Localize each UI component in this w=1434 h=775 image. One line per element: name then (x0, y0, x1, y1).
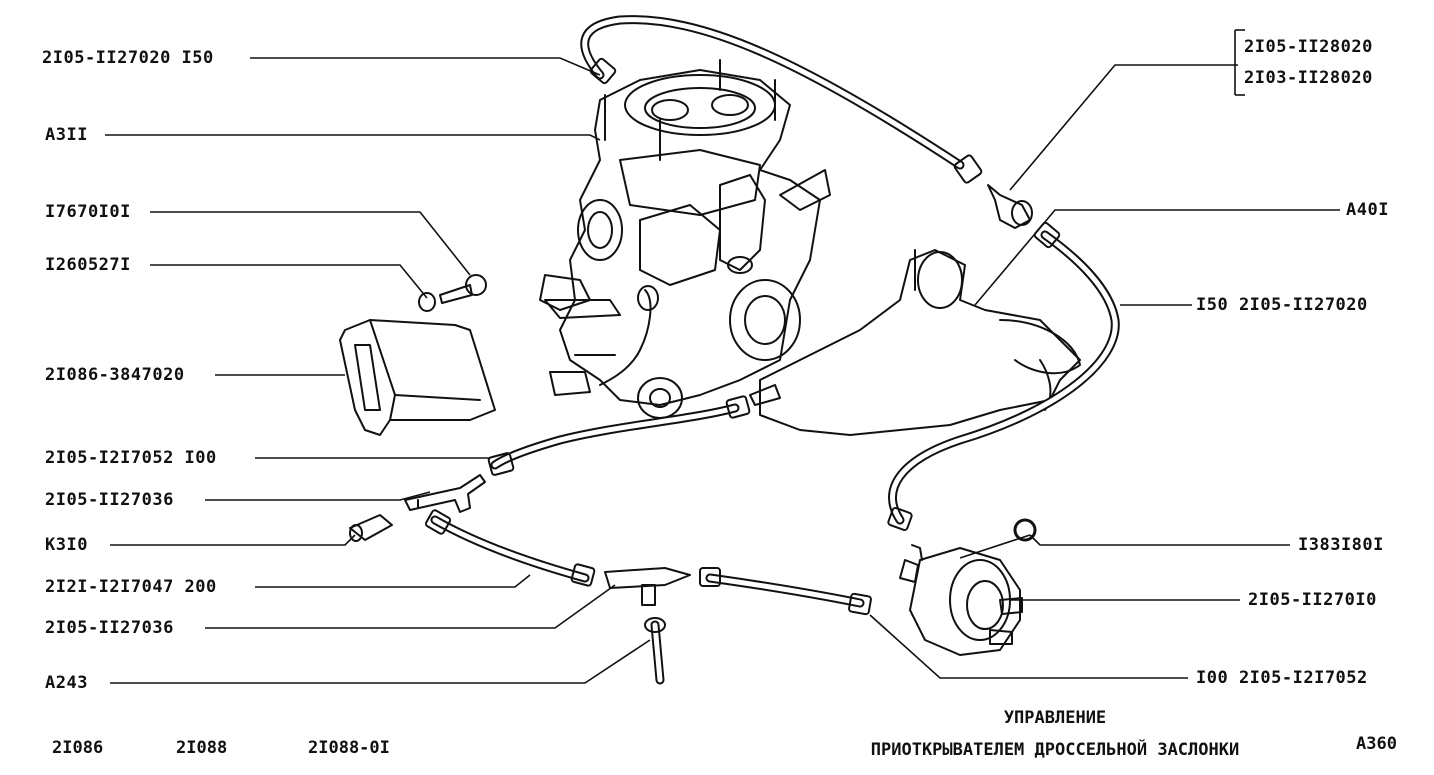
screw-and-washer (418, 274, 487, 312)
plug-k310 (349, 514, 393, 542)
callout-screw: I7670I0I (45, 202, 131, 222)
hose-lower-left (424, 509, 596, 587)
callout-hose-lower-right: I00 2I05-I2I7052 (1196, 668, 1368, 688)
vacuum-hose-right (887, 221, 1120, 532)
diagram-title-line2: ПРИОТКРЫВАТЕЛЕМ ДРОССЕЛЬНОЙ ЗАСЛОНКИ (870, 740, 1240, 760)
callout-hose-top: 2I05-II27020 I50 (42, 48, 214, 68)
model-2I088: 2I088 (176, 738, 228, 758)
callout-check-valve-2103: 2I03-II28020 (1244, 68, 1373, 88)
vacuum-hose-top (580, 15, 983, 184)
diagram-title-line1: УПРАВЛЕНИЕ (1003, 708, 1107, 728)
callout-control-unit: 2I086-3847020 (45, 365, 185, 385)
leader-lines (105, 29, 1340, 684)
callout-hose-a243: A243 (45, 673, 88, 693)
page-code: A360 (1356, 734, 1397, 754)
check-valve (987, 184, 1033, 229)
model-2I086: 2I086 (52, 738, 104, 758)
solenoid-valve (899, 544, 1023, 656)
callout-hose-lower-left: 2I2I-I2I7047 200 (45, 577, 217, 597)
callout-hose-right: I50 2I05-II27020 (1196, 295, 1368, 315)
callout-hose-carb-tee: 2I05-I2I7052 I00 (45, 448, 217, 468)
control-unit-bracket (339, 319, 496, 436)
callout-washer: I260527I (45, 255, 131, 275)
hose-carb-to-tee (487, 395, 751, 476)
callout-carburetor: A3II (45, 125, 88, 145)
callout-plug: K3I0 (45, 535, 88, 555)
callout-tee-upper: 2I05-II27036 (45, 490, 174, 510)
rubber-cap (1013, 518, 1037, 542)
callout-tee-lower: 2I05-II27036 (45, 618, 174, 638)
callout-manifold: A40I (1346, 200, 1389, 220)
hose-vertical-a243 (644, 617, 666, 685)
hose-lower-right (699, 567, 872, 616)
callout-rubber-cap: I383I80I (1298, 535, 1384, 555)
tee-fitting-upper (404, 474, 486, 513)
intake-manifold (759, 249, 1081, 436)
tee-fitting-lower (604, 567, 691, 606)
callout-check-valve-2105: 2I05-II28020 (1244, 37, 1373, 57)
callout-solenoid-valve: 2I05-II270I0 (1248, 590, 1377, 610)
carburetor (539, 59, 831, 419)
model-2I088-0I: 2I088-0I (308, 738, 390, 758)
